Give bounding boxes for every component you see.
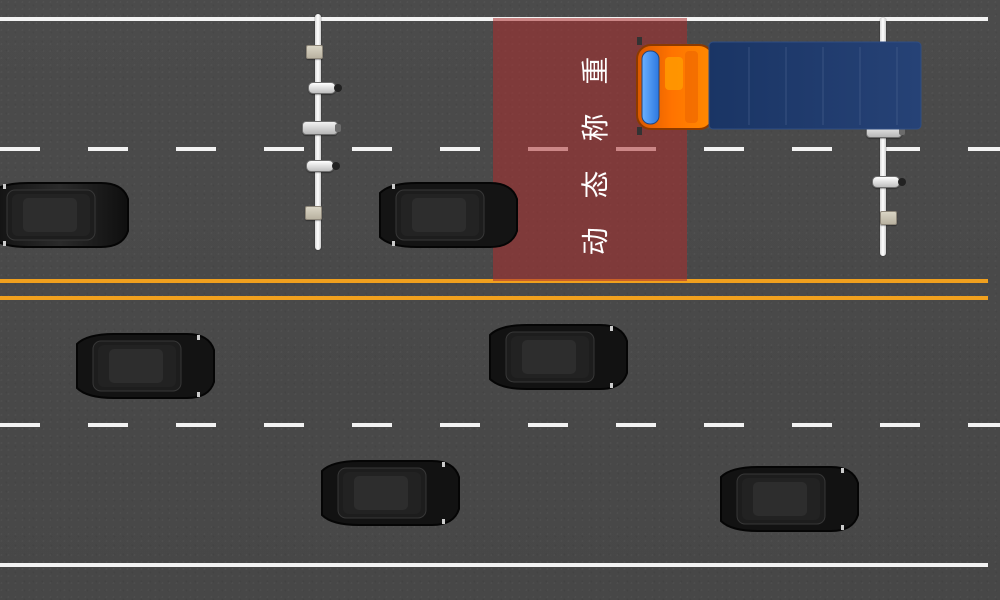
- car-icon: [0, 180, 132, 250]
- camera-icon: [872, 176, 906, 188]
- sensor-box-icon: [305, 206, 322, 220]
- sensor-box-icon: [880, 211, 897, 225]
- car-icon: [482, 322, 631, 392]
- lower-lane-divider: [0, 423, 1000, 427]
- car-icon: [713, 464, 862, 534]
- camera-icon: [302, 121, 341, 135]
- bottom-road-edge-line: [0, 563, 988, 567]
- car-icon: [314, 458, 463, 528]
- center-yellow-line-lower: [0, 296, 988, 300]
- camera-icon: [308, 82, 342, 94]
- camera-icon: [306, 160, 340, 172]
- car-icon: [69, 331, 218, 401]
- car-icon: [372, 180, 521, 250]
- truck-icon: [635, 37, 922, 135]
- center-yellow-line-upper: [0, 279, 988, 283]
- sensor-box-icon: [306, 45, 323, 59]
